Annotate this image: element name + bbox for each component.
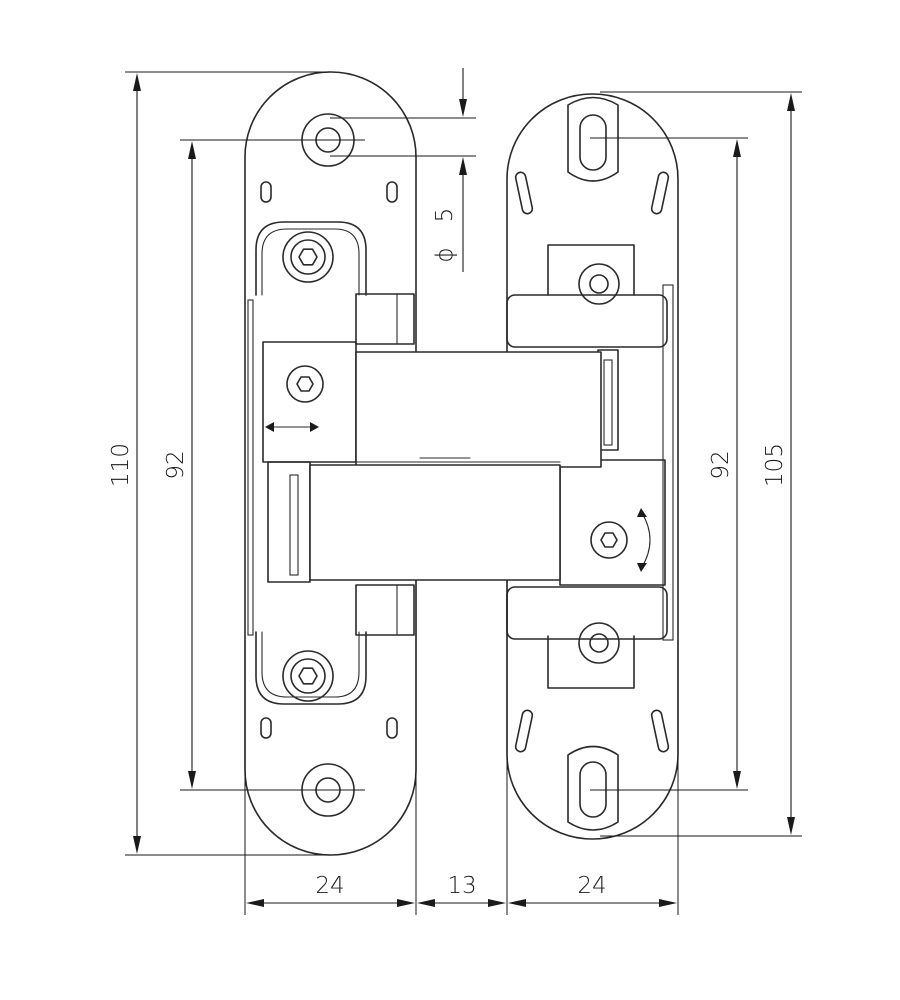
dimension-92-left-label: 92 [163,450,189,479]
dimension-hole-diameter: ϕ 5 [330,68,476,272]
left-adjustment-block [262,341,357,463]
horizontal-adjust-arrow-icon [265,422,319,432]
dimension-92-right-label: 92 [708,450,734,479]
left-lower-screw-housing [255,631,367,705]
dimension-hole-diameter-label: 5 [432,208,458,223]
dimension-widths: 24 13 24 [244,580,679,915]
right-small-slots [514,171,670,753]
dimension-110: 110 [108,71,330,856]
dimension-24-right-label: 24 [577,873,606,899]
right-lower-block [506,586,668,689]
dimension-24-left-label: 24 [315,873,344,899]
left-upper-screw-housing [255,221,367,296]
dimension-105-label: 105 [762,443,788,487]
dimension-hole-diameter-symbol: ϕ [432,247,458,262]
dimension-105: 105 [600,91,802,837]
dimension-92-right: 92 [590,137,748,791]
right-top-elongated-hole [567,96,619,182]
hinge-link-arms [309,351,602,581]
right-bottom-elongated-hole [567,745,619,831]
rotation-adjust-arrow-icon [637,508,651,572]
left-hinge-plate [244,71,417,856]
dimension-92-left: 92 [163,139,365,791]
right-upper-block [506,244,668,348]
left-small-slots [260,181,398,739]
dimension-13-label: 13 [447,873,476,899]
right-adjustment-block [559,459,666,586]
dimension-110-label: 110 [108,443,134,487]
